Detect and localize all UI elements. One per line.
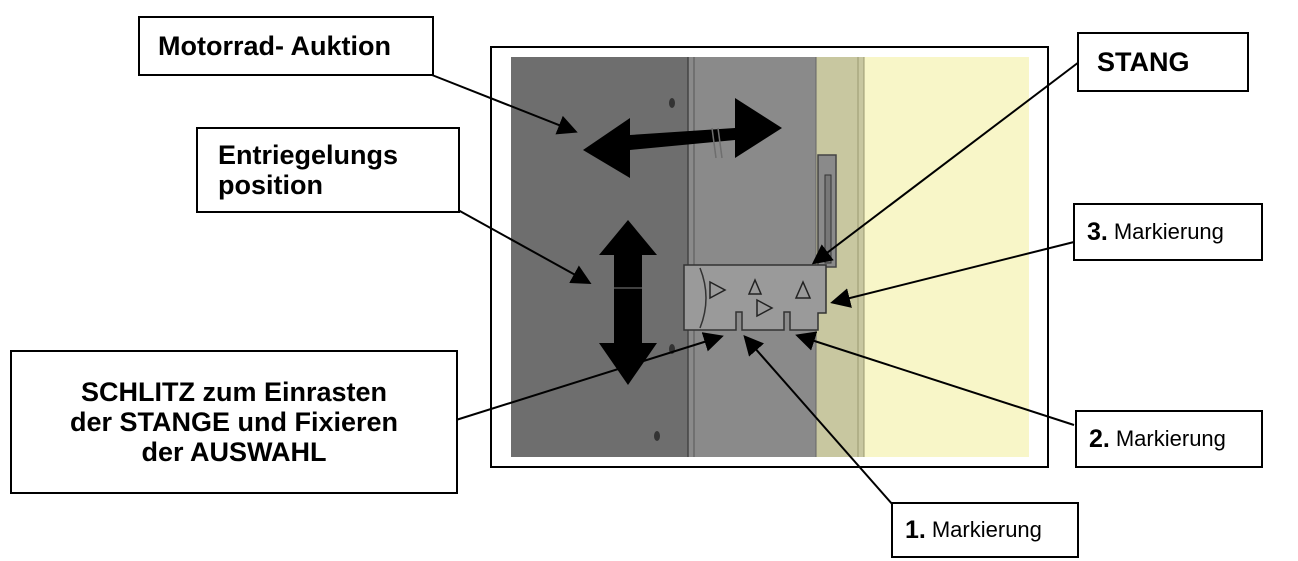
triangle-mark: [709, 280, 727, 300]
horizontal-double-arrow: [583, 98, 782, 178]
mark-1-word: Markierung: [931, 517, 1042, 542]
leader-mark2: [795, 331, 1075, 426]
leader-mark3: [830, 241, 1075, 308]
mark-2-number: 2.: [1089, 424, 1110, 453]
triangle-mark: [747, 278, 763, 295]
leader-motorrad: [431, 74, 578, 135]
mark-3-word: Markierung: [1113, 219, 1224, 244]
triangle-mark: [794, 280, 812, 299]
leader-stang: [811, 61, 1080, 265]
bracket: [683, 264, 827, 331]
leader-mark1: [743, 334, 894, 506]
label-mark-3: 3. Markierung: [1073, 203, 1263, 261]
cream-area: [864, 57, 1029, 457]
label-schlitz-line2: der STANGE und Fixieren: [69, 407, 399, 437]
label-stang-text: STANG: [1097, 47, 1190, 77]
label-mark-2: 2. Markierung: [1075, 410, 1263, 468]
leader-schlitz: [455, 332, 724, 421]
vertical-double-arrow: [599, 220, 657, 385]
mark-1-number: 1.: [905, 515, 926, 544]
screw-hole: [669, 98, 675, 108]
label-mark-1: 1. Markierung: [891, 502, 1079, 558]
label-schlitz-line3: der AUSWAHL: [141, 437, 327, 467]
label-schlitz: SCHLITZ zum Einrasten der STANGE und Fix…: [10, 350, 458, 494]
label-schlitz-line1: SCHLITZ zum Einrasten: [80, 377, 388, 407]
triangle-mark: [756, 298, 774, 318]
label-motorrad-auktion: Motorrad- Auktion: [138, 16, 434, 76]
label-motorrad-text: Motorrad- Auktion: [158, 31, 391, 61]
label-entriegelung-line1: Entriegelungs: [218, 140, 399, 170]
dark-panel: [511, 57, 688, 457]
screw-hole: [654, 431, 660, 441]
mark-3-number: 3.: [1087, 217, 1108, 246]
mark-2-word: Markierung: [1115, 426, 1226, 451]
label-stang: STANG: [1077, 32, 1249, 92]
leader-entriegelung: [457, 209, 592, 284]
label-entriegelungsposition: Entriegelungs position: [196, 127, 460, 213]
label-entriegelung-line2: position: [218, 170, 323, 200]
